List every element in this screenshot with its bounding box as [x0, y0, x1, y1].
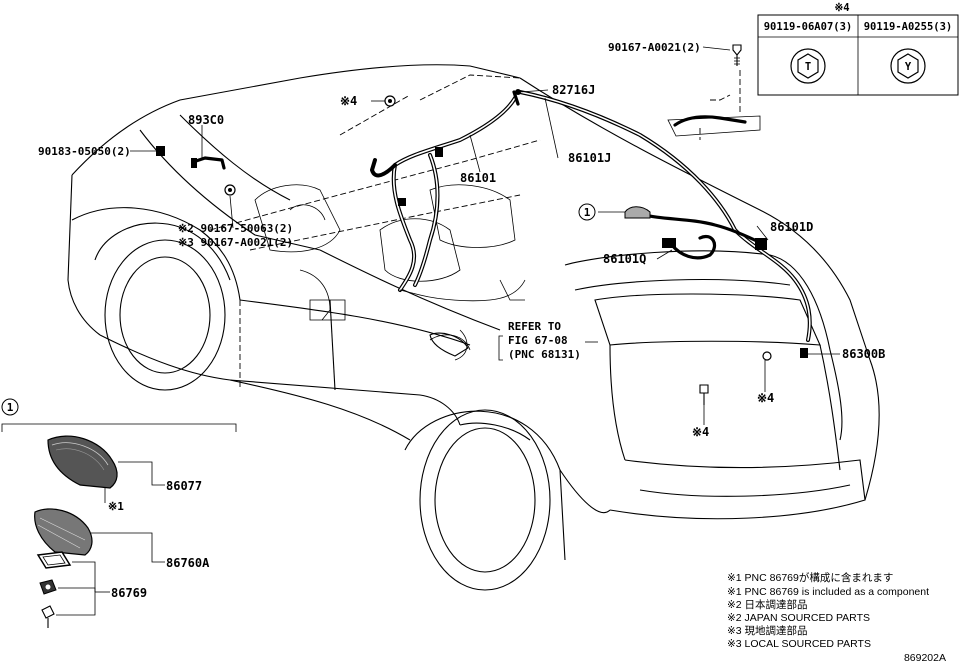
refer-line-2: FIG 67-08 [508, 334, 568, 347]
label-86101: 86101 [460, 171, 496, 185]
antenna-cover-86077 [47, 435, 118, 489]
label-90183-05050: 90183-05050(2) [38, 145, 131, 158]
part-893c0-bracket [191, 156, 226, 170]
refer-line-1: REFER TO [508, 320, 561, 333]
vehicle-outline [67, 64, 880, 591]
svg-text:T: T [805, 61, 811, 73]
leader-lines [130, 46, 840, 425]
antenna-inset: 1 86077 ※1 86760A [1, 398, 237, 628]
label-mark4-right: ※4 [757, 391, 774, 405]
part-antenna-base-roof [624, 206, 651, 219]
label-mark4-bottom: ※4 [692, 425, 709, 439]
label-86101j: 86101J [568, 151, 611, 165]
label-90167-50063: ※2 90167-50063(2) [178, 222, 293, 235]
fastener-table: ※4 90119-06A07(3) 90119-A0255(3) T Y [757, 2, 959, 96]
note-1-ja: ※1 PNC 86769が構成に含まれます [727, 571, 893, 584]
antenna-base-86760a [34, 508, 93, 556]
note-3-en: ※3 LOCAL SOURCED PARTS [727, 638, 871, 650]
part-86300b-connector [762, 348, 808, 361]
circle-1-inset: 1 [1, 398, 19, 416]
label-86769: 86769 [111, 586, 147, 600]
label-86077: 86077 [166, 479, 202, 493]
svg-text:1: 1 [7, 401, 14, 414]
part-mark4-clip-top [384, 95, 396, 107]
part-90183-clip [156, 146, 165, 156]
part-labels: 90167-A0021(2) 82716J ※4 893C0 90183-050… [38, 41, 885, 439]
note-2-en: ※2 JAPAN SOURCED PARTS [727, 612, 870, 624]
antenna-nut [39, 579, 57, 595]
antenna-harness-86101 [370, 96, 526, 302]
antenna-harness-86101j [518, 90, 812, 342]
label-893c0: 893C0 [188, 113, 224, 127]
table-col2-header: 90119-A0255(3) [864, 21, 953, 33]
figure-id: 869202A [904, 652, 946, 663]
label-90167-a0021-mid: ※3 90167-A0021(2) [178, 236, 293, 249]
note-3-ja: ※3 現地調達部品 [727, 624, 808, 637]
label-86300b: 86300B [842, 347, 885, 361]
refer-line-3: (PNC 68131) [508, 348, 581, 361]
svg-text:Y: Y [905, 61, 912, 73]
note-1-en: ※1 PNC 86769 is included as a component [727, 586, 929, 598]
part-86300b-stoplamp-bracket [667, 94, 761, 137]
label-mark4-top: ※4 [340, 94, 357, 108]
table-col1-header: 90119-06A07(3) [764, 21, 853, 33]
antenna-harness-86101d-q [640, 212, 767, 260]
table-marker: ※4 [834, 2, 849, 14]
label-82716j: 82716J [552, 83, 595, 97]
footnotes: ※1 PNC 86769が構成に含まれます ※1 PNC 86769 is in… [727, 571, 929, 650]
label-90167-a0021-top: 90167-A0021(2) [608, 41, 701, 54]
circle-1-top: 1 [578, 203, 596, 221]
antenna-bolt [41, 605, 55, 628]
part-mark4-clip-bottom [699, 384, 709, 405]
part-90167-screw-mid [224, 184, 236, 196]
label-86760a: 86760A [166, 556, 210, 570]
svg-text:1: 1 [584, 206, 591, 219]
part-90167-bolt-top [732, 44, 742, 66]
label-mark1: ※1 [108, 500, 124, 513]
label-86101q: 86101Q [603, 252, 646, 266]
gasket-86769 [36, 551, 72, 569]
nut-t-icon: T [790, 48, 826, 84]
note-2-ja: ※2 日本調達部品 [727, 598, 808, 611]
label-86101d: 86101D [770, 220, 813, 234]
nut-y-icon: Y [890, 48, 926, 84]
part-82716j-clamp [512, 89, 521, 106]
